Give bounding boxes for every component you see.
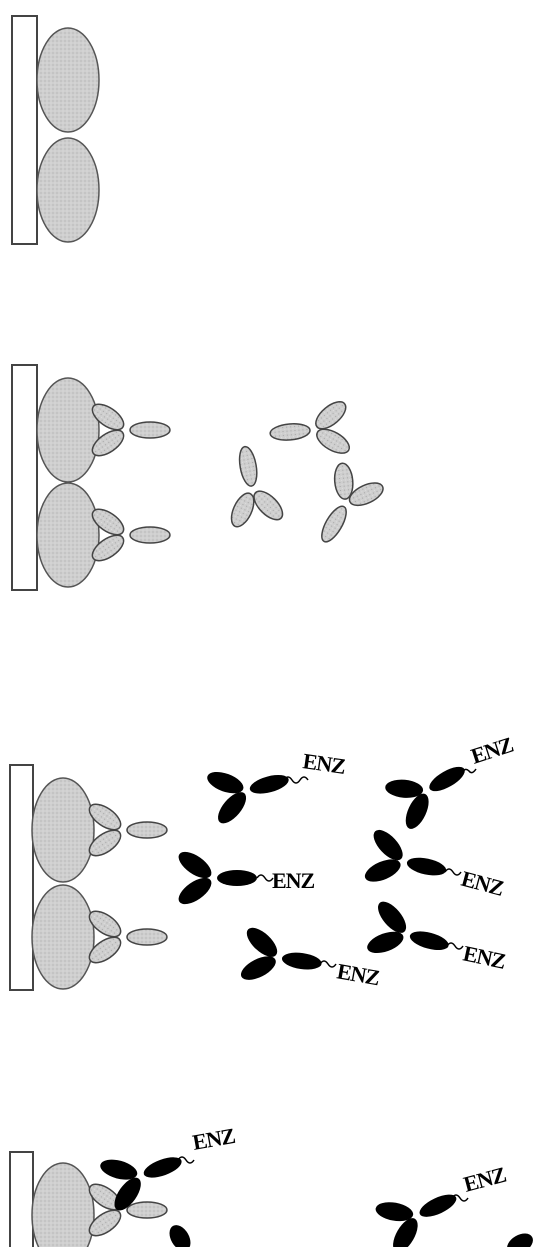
solid-surface [9,764,34,991]
panel-step-2 [11,364,393,591]
antigen [36,482,100,588]
antigen [31,777,95,883]
solid-surface [11,364,38,591]
panel-step-3: ENZ ENZ ENZ ENZ ENZ ENZ [9,732,516,995]
antigen [31,884,95,990]
solid-surface [9,1151,34,1247]
antigen [31,1162,95,1247]
panel-step-1 [11,15,100,245]
enzyme-label: ENZ [191,1123,237,1155]
primary-antibody-bound [87,398,171,462]
secondary-antibody-enzyme: ENZ [358,822,507,902]
enzyme-label: ENZ [301,748,347,779]
secondary-antibody-fragment [507,1233,533,1247]
enzyme-label: ENZ [461,940,508,973]
primary-antibody-bound [84,905,168,969]
secondary-antibody-enzyme: ENZ [377,732,516,838]
enzyme-label: ENZ [272,868,315,893]
secondary-antibody-enzyme: ENZ [235,921,381,995]
solid-surface [11,15,38,245]
primary-antibody-bound [84,798,168,862]
secondary-antibody-enzyme: ENZ [367,1162,509,1247]
primary-antibody-free [296,454,393,558]
antigen [36,377,100,483]
primary-antibody-bound [87,503,171,567]
primary-antibody-free [213,440,290,534]
secondary-antibody-fragment [169,1225,191,1247]
primary-antibody-free [266,395,356,465]
antigen [36,27,100,133]
secondary-antibody-enzyme: ENZ [174,846,316,910]
antigen [36,137,100,243]
secondary-antibody-enzyme-bound: ENZ [93,1123,237,1219]
secondary-antibody-enzyme: ENZ [200,748,347,831]
secondary-antibody-enzyme: ENZ [360,894,508,977]
enzyme-label: ENZ [335,958,381,990]
enzyme-label: ENZ [468,732,516,769]
enzyme-label: ENZ [459,866,507,901]
enzyme-label: ENZ [461,1162,509,1197]
panel-step-4: ENZ ENZ [9,1123,533,1247]
